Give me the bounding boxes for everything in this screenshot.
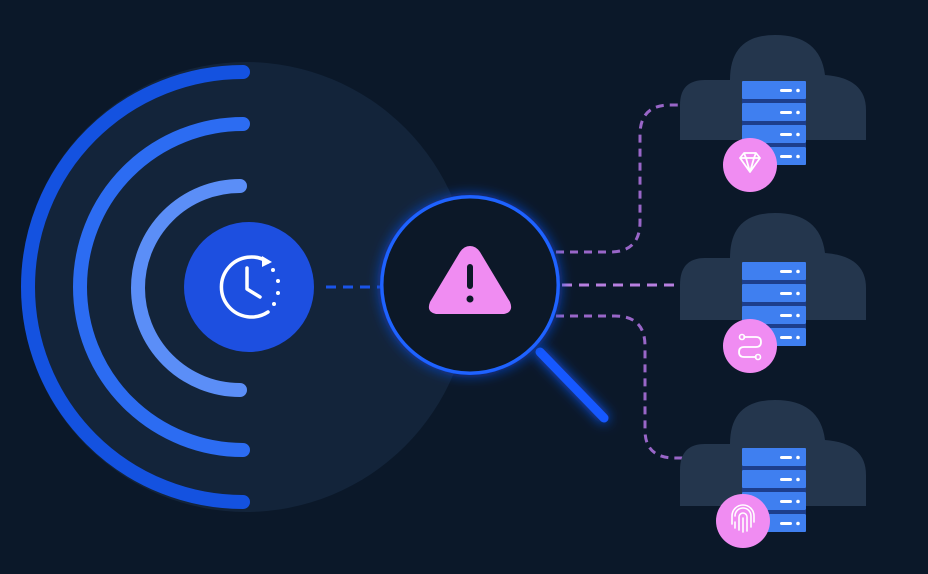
connector-alert-server-1 xyxy=(556,103,740,254)
radar-arc-outer xyxy=(21,65,250,509)
fingerprint-icon xyxy=(716,494,770,548)
warning-triangle-icon xyxy=(428,246,512,314)
cloud-server-1 xyxy=(680,35,866,192)
connector-alert-server-3 xyxy=(556,314,745,460)
clock-rotate-icon xyxy=(184,222,314,352)
diamond-icon xyxy=(723,138,777,192)
cloud-server-2 xyxy=(680,213,866,373)
radar-arc-inner xyxy=(131,179,247,397)
server-rack-3 xyxy=(742,448,806,532)
cloud-server-3 xyxy=(680,400,866,548)
radar-arc-middle xyxy=(73,117,250,457)
magnifier-alert xyxy=(380,195,609,423)
workflow-route-icon xyxy=(723,319,777,373)
